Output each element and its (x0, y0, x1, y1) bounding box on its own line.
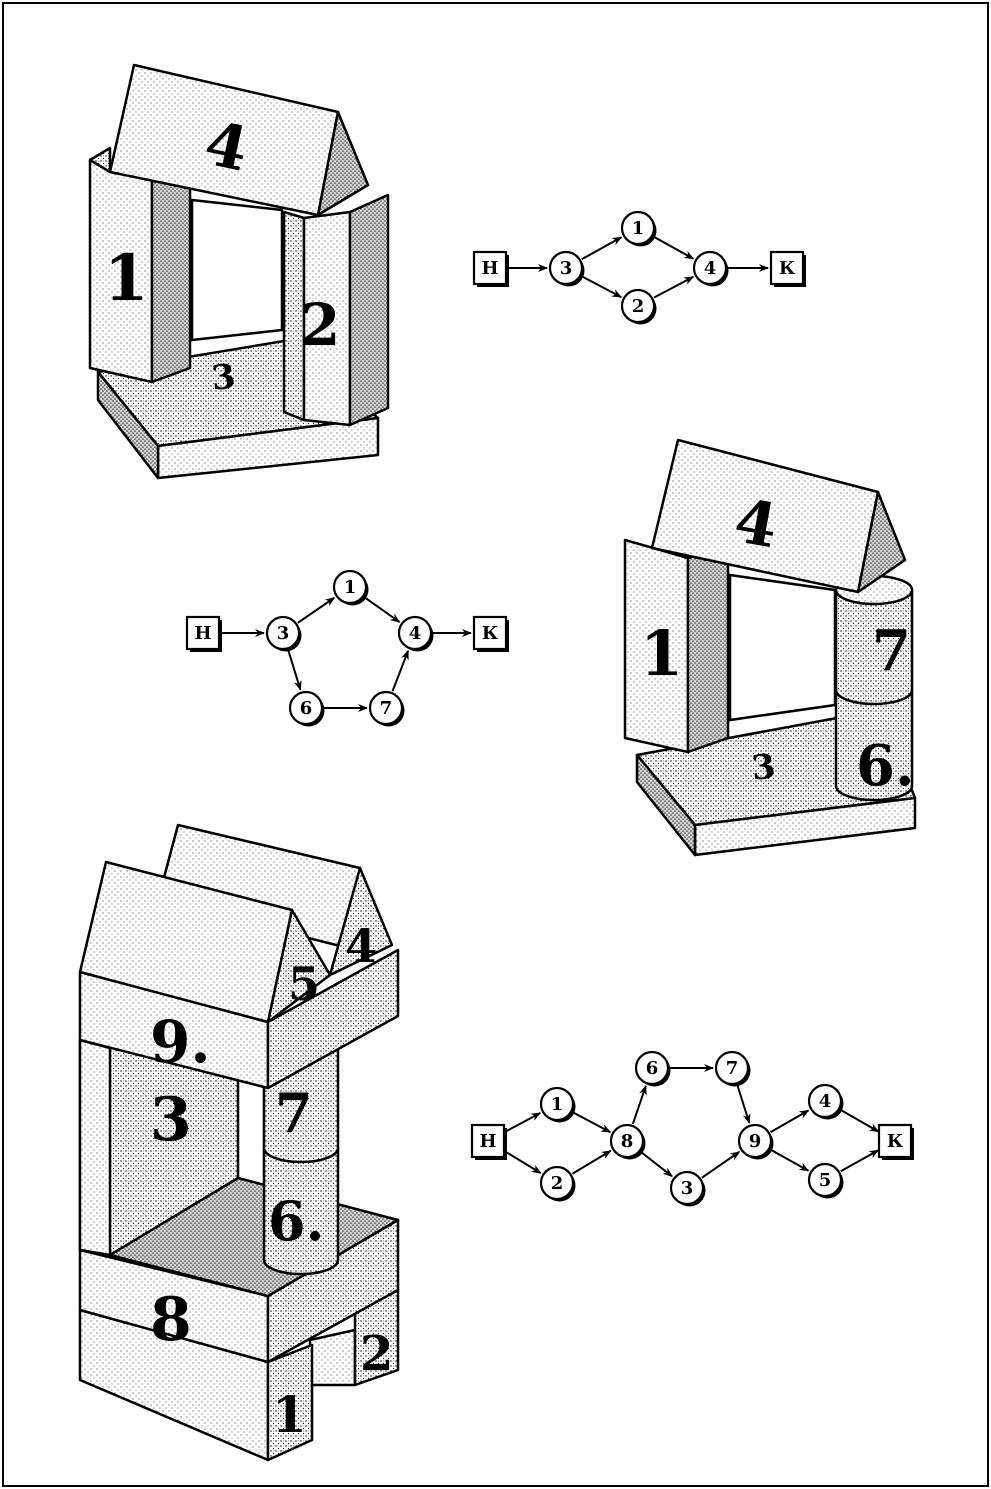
graph-node-label: К (779, 258, 796, 279)
graph-node-H: Н (472, 1125, 507, 1160)
graph-node-label: 7 (726, 1058, 739, 1079)
graph-node-label: 1 (344, 577, 357, 598)
graph-node-2: 2 (541, 1167, 576, 1202)
house1-block1-label: 1 (104, 241, 149, 316)
graph-node-label: Н (479, 1131, 496, 1152)
house2-block6-label: 6. (856, 733, 914, 799)
graph-node-6: 6 (290, 692, 325, 727)
graph-edge-3-1 (582, 237, 622, 259)
graph-node-label: Н (194, 623, 211, 644)
graph-node-label: 3 (560, 258, 573, 279)
graph-edge-7-4 (392, 651, 408, 691)
graph-edge-3-6 (288, 650, 300, 690)
graph-node-label: 9 (749, 1131, 762, 1152)
house2-doorway (730, 575, 835, 720)
graph-node-label: 4 (819, 1091, 832, 1112)
graph-node-label: К (887, 1131, 904, 1152)
graph-node-label: 6 (646, 1058, 659, 1079)
graph-edge-2-4 (654, 277, 693, 298)
graph-edge-H-1 (504, 1113, 540, 1133)
graph-edge-3-1 (298, 598, 334, 623)
graph-node-label: 2 (551, 1173, 564, 1194)
graph-node-label: 3 (277, 623, 290, 644)
graph-node-2: 2 (622, 290, 657, 325)
house-1-graph: Н 3 1 2 4 К (474, 212, 806, 325)
graph-node-H: Н (474, 252, 509, 287)
graph-node-1: 1 (622, 212, 657, 247)
house3-block3-pillar (80, 1040, 110, 1255)
graph-node-1: 1 (541, 1088, 576, 1123)
graph-node-3: 3 (267, 617, 302, 652)
graph-node-H: Н (187, 617, 222, 652)
graph-node-9: 9 (739, 1125, 774, 1160)
graph-edge-9-5 (771, 1150, 809, 1171)
house-3-graph: Н 1 2 8 6 7 3 9 4 5 К (472, 1052, 914, 1207)
graph-edge-8-6 (633, 1086, 646, 1124)
graph-node-8: 8 (611, 1125, 646, 1160)
graph-edge-3-2 (582, 276, 621, 297)
graph-edge-8-3 (641, 1152, 672, 1176)
house3-block7-label: 7 (275, 1081, 313, 1145)
graph-node-4: 4 (694, 252, 729, 287)
graph-node-label: 1 (632, 218, 645, 239)
house3-block3-label: 3 (150, 1085, 192, 1155)
graph-node-1: 1 (334, 571, 369, 606)
graph-edge-9-4 (771, 1110, 809, 1132)
graph-node-label: 3 (681, 1178, 694, 1199)
graph-node-label: Н (481, 258, 498, 279)
graph-node-6: 6 (636, 1052, 671, 1087)
graph-node-label: К (482, 623, 499, 644)
graph-node-label: 1 (551, 1094, 564, 1115)
graph-node-K: К (771, 252, 806, 287)
graph-node-4: 4 (399, 617, 434, 652)
graph-node-label: 8 (621, 1131, 634, 1152)
graph-edge-1-4 (654, 237, 694, 259)
graph-node-label: 7 (380, 698, 393, 719)
graph-node-K: К (474, 617, 509, 652)
house3-block5-label: 5 (288, 957, 320, 1011)
graph-edge-1-8 (573, 1112, 610, 1132)
house2-block1-side (688, 545, 728, 752)
house3-block4-label: 4 (345, 919, 377, 973)
house3-block9-label: 9. (150, 1008, 211, 1076)
house2-block3-label: 3 (750, 747, 778, 789)
graph-edge-2-8 (572, 1151, 610, 1174)
house1-block2-side (350, 195, 388, 425)
graph-node-label: 4 (409, 623, 422, 644)
graph-node-3: 3 (671, 1172, 706, 1207)
graph-node-4: 4 (809, 1085, 844, 1120)
house2-block7-label: 7 (872, 618, 911, 684)
house3-block2-front (310, 1330, 355, 1385)
graph-edge-3-9 (702, 1152, 740, 1178)
house3-block8-label: 8 (150, 1285, 192, 1355)
graph-edge-H-2 (503, 1150, 540, 1173)
house-3-illustration: 2 1 8 3 7 6. 9. 4 5 (80, 825, 398, 1460)
house1-block3-label: 3 (210, 357, 238, 399)
house-2-illustration: 3 1 7 6. 4 (625, 440, 915, 855)
house-1-illustration: 3 1 2 4 (90, 65, 388, 478)
house1-block1-side (152, 165, 190, 382)
house-2-graph: Н 3 1 4 К 6 7 (187, 571, 509, 727)
graph-edge-4-K (841, 1110, 879, 1132)
house3-block2-label: 2 (360, 1326, 393, 1382)
house2-block1-label: 1 (640, 617, 683, 690)
house1-block2-label: 2 (300, 291, 340, 359)
graph-node-K: К (879, 1125, 914, 1160)
graph-node-label: 2 (632, 296, 645, 317)
graph-node-label: 4 (704, 258, 717, 279)
graph-node-3: 3 (550, 252, 585, 287)
graph-edge-7-9 (737, 1085, 749, 1123)
graph-edge-1-4 (365, 597, 400, 622)
graph-node-label: 5 (819, 1170, 832, 1191)
graph-node-7: 7 (370, 692, 405, 727)
graph-node-5: 5 (809, 1164, 844, 1199)
graph-node-7: 7 (716, 1052, 751, 1087)
graph-node-label: 6 (300, 698, 313, 719)
house3-block1-label: 1 (272, 1385, 307, 1444)
house1-doorway (192, 200, 282, 340)
graph-edge-5-K (841, 1150, 879, 1171)
house3-block6-label: 6. (268, 1189, 324, 1253)
